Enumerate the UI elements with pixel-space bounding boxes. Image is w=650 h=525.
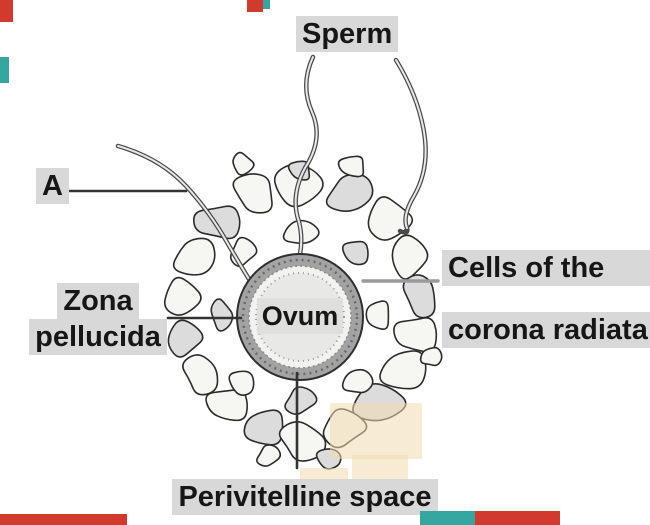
- corona-radiata-cells: [163, 151, 443, 470]
- corona-cell: [210, 298, 234, 332]
- corona-cell: [256, 444, 282, 467]
- leader-lines: [58, 189, 440, 470]
- scan-artifact-teal-bottom: [420, 511, 475, 525]
- label-cells-line1: Cells of the: [442, 250, 650, 286]
- corona-cell: [325, 173, 374, 212]
- corona-cell: [232, 151, 255, 176]
- label-cells-line2: corona radiata: [442, 312, 650, 348]
- scan-artifact-red-bottom-left: [0, 514, 127, 525]
- corona-cell: [228, 370, 255, 396]
- scan-artifact-teal-top-center: [263, 0, 270, 9]
- label-perivitelline-text: Perivitelline space: [172, 479, 438, 515]
- label-ovum: Ovum: [252, 298, 348, 334]
- label-a-text: A: [36, 168, 69, 204]
- scan-artifact-red-top-center: [247, 0, 263, 12]
- corona-cell: [402, 274, 436, 319]
- label-zona-line2: pellucida: [29, 319, 167, 355]
- label-ovum-text: Ovum: [256, 298, 344, 334]
- label-zona-line1: Zona: [57, 283, 139, 319]
- corona-cell: [379, 350, 427, 390]
- label-perivitelline-space: Perivitelline space: [150, 479, 460, 515]
- sperm-tails: [115, 54, 428, 287]
- label-zona-pellucida: Zona pellucida: [8, 283, 188, 355]
- corona-cell: [232, 173, 273, 214]
- corona-cell: [341, 368, 374, 394]
- corona-cell: [419, 346, 443, 367]
- corona-cell: [393, 317, 438, 353]
- corona-cell: [341, 240, 369, 266]
- scan-artifact-teal-left-edge: [0, 57, 9, 83]
- scan-artifact-red-bottom: [475, 511, 560, 525]
- highlight-mark: [330, 403, 422, 459]
- label-cells-corona-radiata: Cells of the corona radiata: [442, 250, 650, 348]
- corona-cell: [365, 300, 390, 331]
- corona-cell: [243, 409, 284, 446]
- label-a: A: [36, 168, 69, 204]
- label-sperm-text: Sperm: [296, 16, 399, 52]
- sperm-tail-left-A: [115, 143, 255, 287]
- corona-cell: [391, 234, 429, 280]
- corona-cell: [284, 386, 318, 416]
- corona-cell: [205, 389, 249, 422]
- corona-cell: [182, 354, 219, 396]
- corona-cell: [337, 155, 365, 178]
- sperm-tail-right: [393, 57, 428, 235]
- scan-artifact-red-top-left: [0, 0, 13, 22]
- sperm-tail-center: [293, 54, 319, 257]
- corona-cell: [167, 319, 204, 358]
- corona-cell: [163, 276, 202, 316]
- zona-pellucida-texture: [241, 258, 359, 376]
- label-sperm: Sperm: [296, 16, 399, 52]
- corona-cell: [172, 237, 216, 276]
